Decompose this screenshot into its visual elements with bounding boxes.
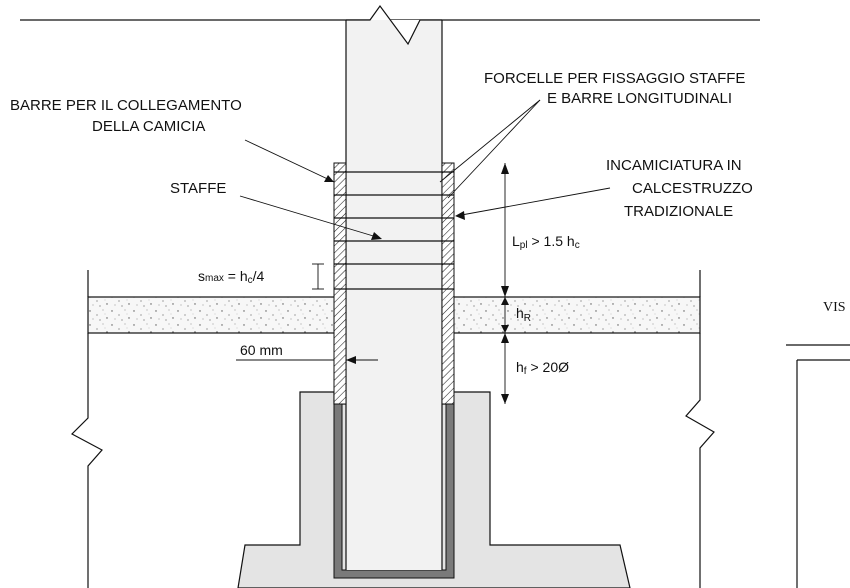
dim-60mm [236,356,378,364]
column [345,4,443,570]
right-wall [685,270,715,588]
label-lpl: Lpl > 1.5 hc [512,233,580,251]
label-incamiciatura-1: INCAMICIATURA IN [606,157,742,174]
jacket [333,162,455,405]
label-vista: VIS [823,300,846,315]
label-incamiciatura-2: CALCESTRUZZO [632,180,753,197]
dim-smax [312,263,324,290]
label-incamiciatura-3: TRADIZIONALE [624,203,733,220]
label-forcelle-1: FORCELLE PER FISSAGGIO STAFFE [484,70,745,87]
label-barre-1: BARRE PER IL COLLEGAMENTO [10,97,242,114]
dim-vertical [501,163,509,404]
label-smax: smax = hc/4 [198,268,265,286]
side-view [786,344,850,588]
label-barre-2: DELLA CAMICIA [92,118,205,135]
label-hr: hR [516,305,531,324]
left-wall [71,270,103,588]
label-60mm: 60 mm [240,342,283,358]
leader-lines [239,99,611,240]
label-hf: hf > 20Ø [516,359,569,377]
label-staffe: STAFFE [170,180,226,197]
stirrups [334,171,454,290]
label-forcelle-2: E BARRE LONGITUDINALI [547,90,732,107]
